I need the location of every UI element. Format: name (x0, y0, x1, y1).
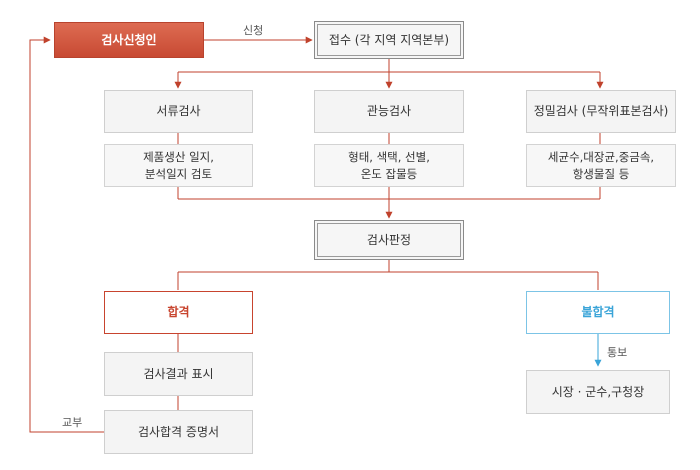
label-issue: 교부 (62, 416, 83, 429)
node-pass: 합격 (104, 291, 253, 334)
node-receipt: 접수 (각 지역 지역본부) (314, 21, 464, 59)
label-fail-notice: 통보 (607, 346, 628, 359)
node-authority: 시장 · 군수,구청장 (526, 370, 670, 414)
node-certificate: 검사합격 증명서 (104, 410, 253, 454)
node-pass-mark: 검사결과 표시 (104, 352, 253, 396)
node-doc-check: 서류검사 (104, 90, 253, 133)
node-doc-check-detail: 제품생산 일지, 분석일지 검토 (104, 144, 253, 187)
edge-certificate-to-apply (29, 36, 104, 433)
node-fail: 불합격 (526, 291, 670, 334)
node-judgment: 검사판정 (314, 220, 464, 260)
node-sensory-check: 관능검사 (314, 90, 464, 133)
node-precision-check: 정밀검사 (무작위표본검사) (526, 90, 676, 133)
node-precision-check-detail: 세균수,대장균,중금속, 항생물질 등 (526, 144, 676, 187)
label-apply-receipt: 신청 (243, 24, 264, 37)
node-apply: 검사신청인 (54, 22, 204, 58)
node-sensory-check-detail: 형태, 색택, 선별, 온도 잡물등 (314, 144, 464, 187)
